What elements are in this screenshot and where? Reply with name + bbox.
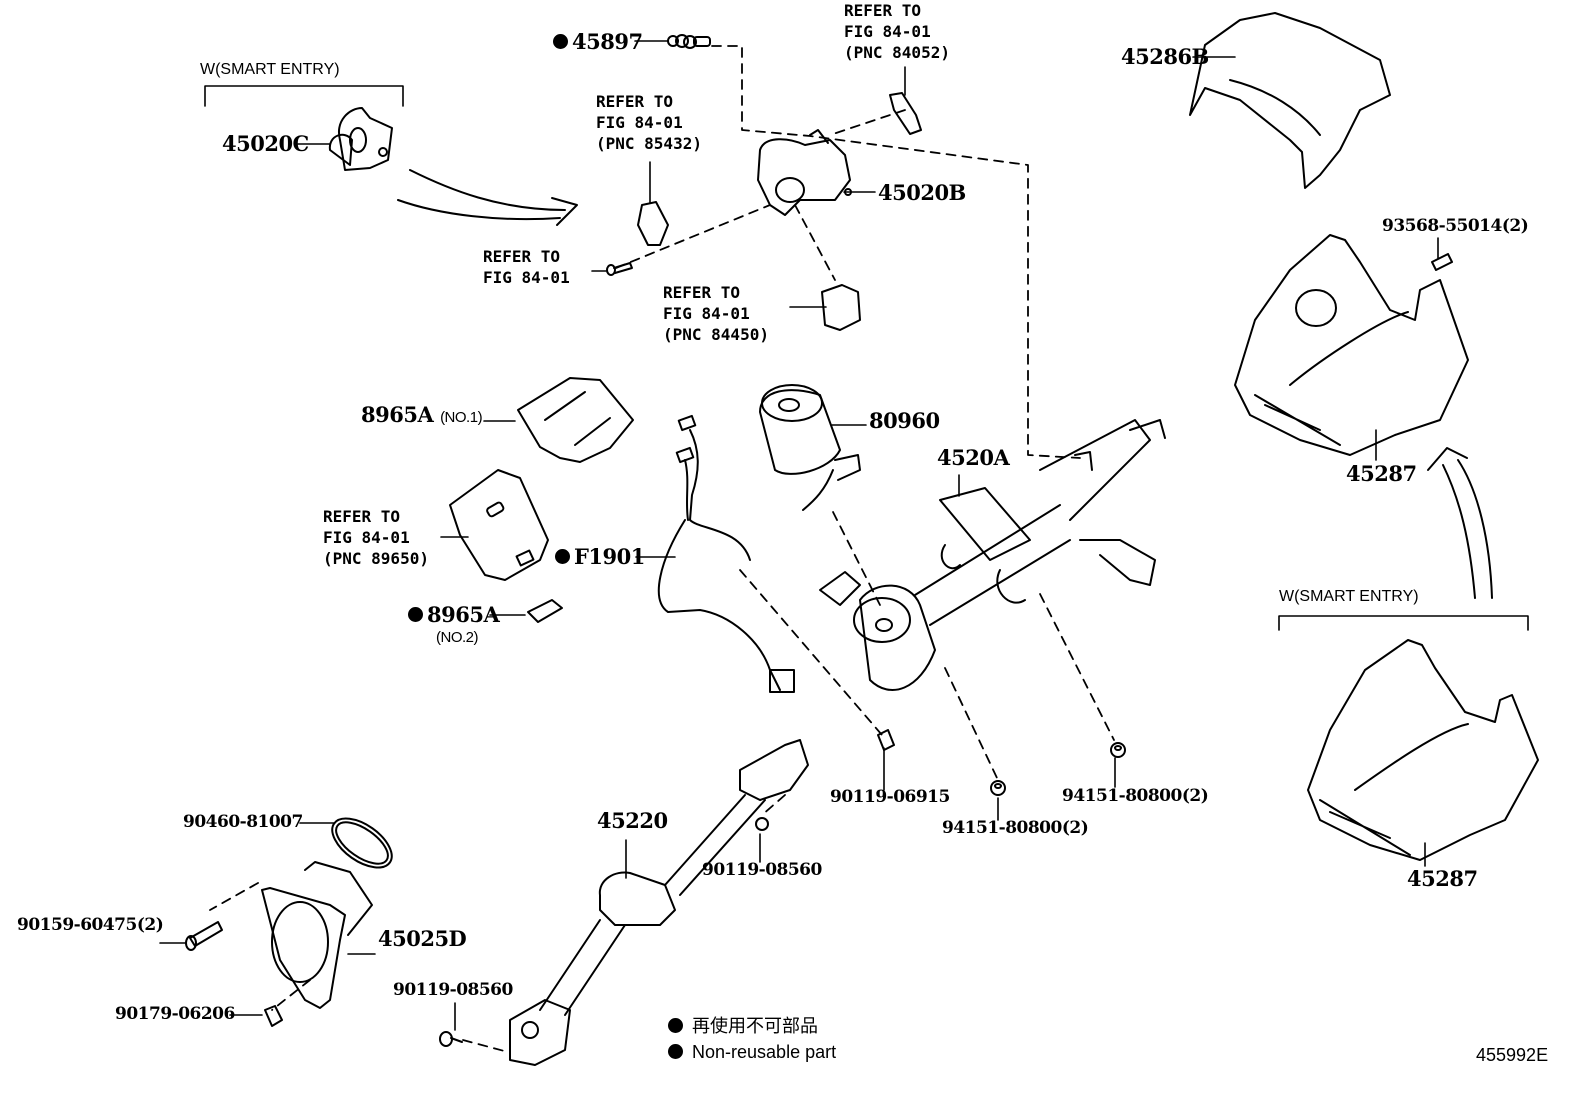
nut-94151-a-icon (990, 780, 1006, 796)
antenna-8965A-no2-icon (527, 599, 563, 623)
reference-pnc-84450[interactable]: REFER TO FIG 84-01 (PNC 84450) (663, 283, 769, 344)
lower-cover-45287-top-icon (1234, 234, 1469, 456)
nut-90179-icon (264, 1005, 283, 1027)
part-label-45287-bottom[interactable]: 45287 (1407, 866, 1478, 891)
arrow-icon (397, 169, 578, 226)
leader-lines (159, 40, 1439, 1031)
part-label-90119-08560-b[interactable]: 90119-08560 (393, 980, 513, 1000)
sensor-84052-icon (889, 92, 922, 135)
smart-entry-label-top: W(SMART ENTRY) (200, 61, 340, 78)
reference-pnc-85432[interactable]: REFER TO FIG 84-01 (PNC 85432) (596, 92, 702, 153)
bolt-90119-06915-icon (877, 729, 895, 751)
sensor-84450-icon (821, 284, 861, 331)
wire-harness-F1901-icon (657, 414, 795, 693)
part-label-94151-80800-a[interactable]: 94151-80800(2) (942, 818, 1089, 838)
part-label-45020C[interactable]: 45020C (222, 131, 309, 156)
part-label-45220[interactable]: 45220 (597, 808, 668, 833)
part-label-45897[interactable]: 45897 (553, 31, 643, 52)
sensor-85432-icon (637, 201, 669, 246)
steering-column-4520A-icon (819, 419, 1166, 691)
antenna-8965A-no1-icon (517, 377, 634, 463)
lock-housing-45020B-icon (757, 129, 852, 216)
part-label-8965A-no1[interactable]: 8965A (NO.1) (361, 402, 483, 427)
clamp-90460-icon (331, 817, 393, 869)
dust-boot-45025D-icon (261, 861, 373, 1009)
smart-entry-bracket-top (204, 85, 404, 107)
non-reusable-marker-icon (555, 549, 570, 564)
non-reusable-marker-icon (408, 607, 423, 622)
part-label-80960[interactable]: 80960 (869, 408, 940, 433)
part-label-4520A[interactable]: 4520A (937, 445, 1010, 470)
smart-entry-label-right: W(SMART ENTRY) (1279, 588, 1419, 605)
part-label-90460-81007[interactable]: 90460-81007 (183, 812, 303, 832)
smart-entry-switch-45020C-icon (328, 107, 393, 171)
legend-row-ja: 再使用不可部品 (668, 1013, 836, 1039)
part-label-45020B[interactable]: 45020B (878, 180, 966, 205)
bolt-90119-08560-a-icon (755, 817, 769, 831)
bolt-45897-icon (667, 34, 711, 49)
legend: 再使用不可部品 Non-reusable part (668, 1013, 836, 1065)
part-label-90119-06915[interactable]: 90119-06915 (830, 787, 950, 807)
reference-fig-84-01[interactable]: REFER TO FIG 84-01 (483, 247, 570, 287)
screw-icon (606, 262, 633, 276)
assembly-dashed-lines (209, 45, 1115, 1053)
ecu-89650-icon (449, 469, 549, 581)
reference-pnc-84052[interactable]: REFER TO FIG 84-01 (PNC 84052) (844, 1, 950, 62)
lower-cover-45287-bottom-icon (1307, 639, 1539, 861)
bolt-90119-08560-b-icon (439, 1031, 463, 1047)
part-label-90119-08560-a[interactable]: 90119-08560 (702, 860, 822, 880)
part-qualifier-8965A-no2: (NO.2) (436, 629, 479, 646)
intermediate-shaft-45220-icon (509, 739, 809, 1066)
figure-id: 455992E (1476, 1045, 1549, 1065)
part-label-8965A-no2[interactable]: 8965A (408, 604, 500, 625)
legend-row-en: Non-reusable part (668, 1039, 836, 1065)
part-label-45286B[interactable]: 45286B (1121, 44, 1209, 69)
part-label-45287-top[interactable]: 45287 (1346, 461, 1417, 486)
part-label-94151-80800-b[interactable]: 94151-80800(2) (1062, 786, 1209, 806)
non-reusable-marker-icon (553, 34, 568, 49)
upper-cover-45286B-icon (1189, 12, 1391, 189)
part-label-45025D[interactable]: 45025D (378, 926, 467, 951)
part-label-90179-06206[interactable]: 90179-06206 (115, 1004, 235, 1024)
reference-pnc-89650[interactable]: REFER TO FIG 84-01 (PNC 89650) (323, 507, 429, 568)
nut-94151-b-icon (1110, 742, 1126, 758)
non-reusable-marker-icon (668, 1043, 683, 1059)
part-label-F1901[interactable]: F1901 (555, 546, 645, 567)
bolt-90159-icon (185, 921, 223, 951)
part-label-93568-55014[interactable]: 93568-55014(2) (1382, 216, 1529, 236)
motor-80960-icon (759, 384, 861, 511)
part-label-90159-60475[interactable]: 90159-60475(2) (17, 915, 164, 935)
smart-entry-bracket-right (1278, 615, 1529, 631)
non-reusable-marker-icon (668, 1017, 683, 1033)
screw-93568-icon (1431, 253, 1453, 271)
arrow-icon (1427, 447, 1493, 599)
